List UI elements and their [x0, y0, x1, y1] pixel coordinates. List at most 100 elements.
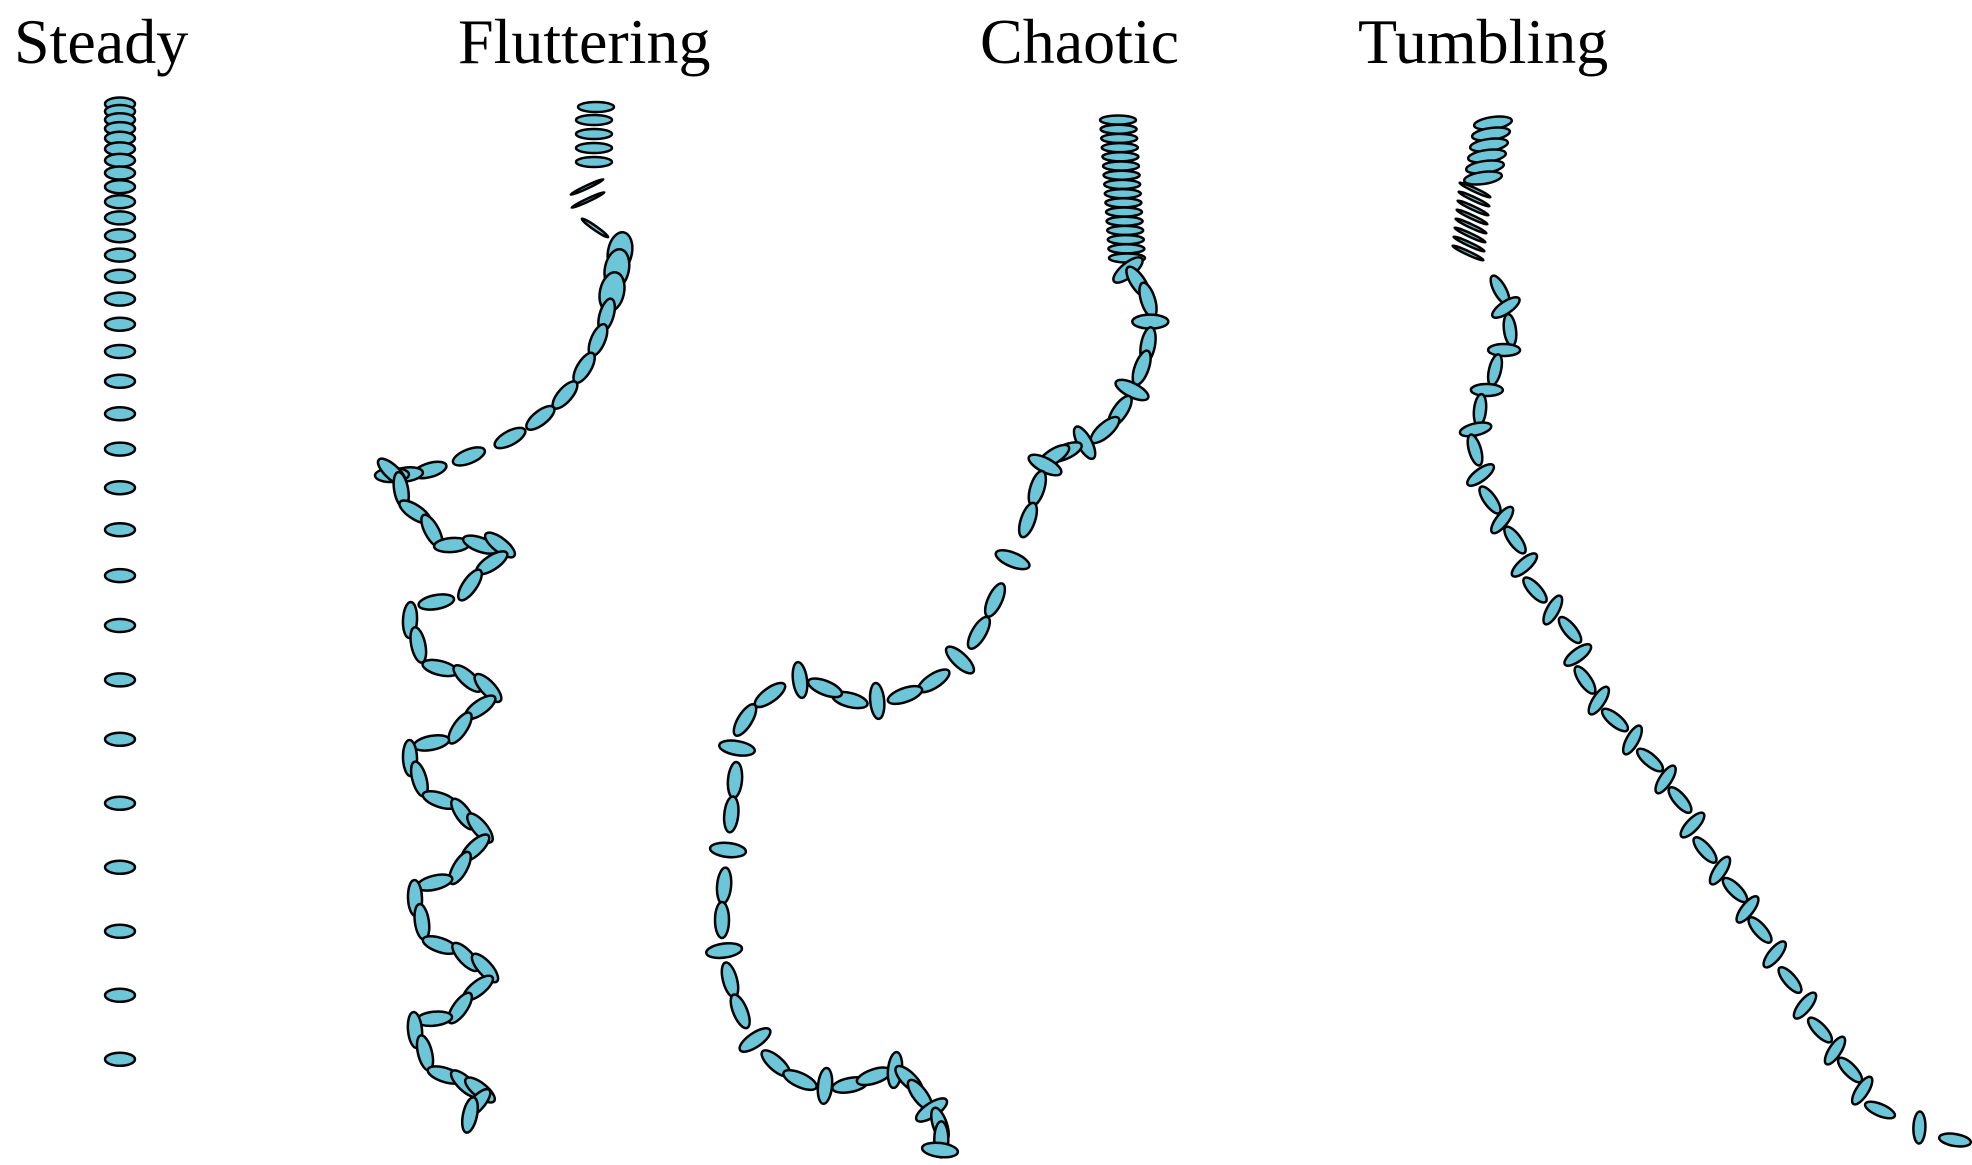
tumbling-disk [1600, 707, 1630, 733]
chaotic-disk [704, 942, 744, 960]
steady-disk [103, 617, 137, 634]
steady-disk [103, 672, 137, 688]
steady-disk [103, 316, 137, 332]
steady-disk [103, 406, 137, 422]
tumbling-disk [1912, 1110, 1927, 1145]
chaotic-disk [715, 866, 733, 905]
chaotic-disk [1105, 215, 1144, 227]
chaotic-disk [782, 1068, 818, 1092]
panel-title-fluttering: Fluttering [458, 6, 710, 77]
steady-disk [103, 731, 137, 748]
steady-disk [103, 795, 137, 812]
chaotic-disk [983, 582, 1007, 618]
steady-disk [103, 210, 137, 226]
chaotic-disk [1104, 197, 1143, 209]
trajectory-steady [103, 96, 137, 1068]
tumbling-disk [1457, 190, 1491, 208]
chaotic-disk [1103, 187, 1143, 200]
chaotic-disk [1099, 132, 1139, 145]
tumbling-disk [1762, 940, 1788, 969]
steady-disk [103, 291, 137, 307]
chaotic-disk [1099, 123, 1138, 135]
chaotic-disk [920, 1141, 960, 1159]
chaotic-disk [806, 677, 844, 699]
fluttering-disk [456, 568, 484, 602]
steady-disk [103, 373, 137, 390]
tumbling-disk [1937, 1132, 1972, 1148]
steady-disk [103, 268, 137, 284]
panel-title-steady: Steady [14, 6, 188, 77]
steady-disk [103, 567, 137, 584]
fluttering-disk [576, 100, 616, 114]
tumbling-disk [1823, 1035, 1847, 1066]
tumbling-disk [1462, 170, 1504, 186]
chaotic-disk [886, 684, 924, 706]
chaotic-disk [1102, 169, 1141, 181]
steady-disk [103, 343, 137, 360]
tumbling-disk [1453, 226, 1487, 244]
chaotic-disk [1027, 469, 1048, 507]
chaotic-disk [816, 1066, 834, 1106]
chaotic-disk [713, 900, 731, 940]
steady-disk [103, 227, 137, 244]
steady-disk [103, 178, 137, 195]
steady-disk [103, 441, 137, 457]
tumbling-disk [1490, 296, 1521, 319]
trajectory-tumbling [1451, 115, 1972, 1148]
tumbling-disk [1454, 217, 1488, 235]
tumbling-disk [1510, 552, 1539, 578]
chaotic-disk [1101, 151, 1140, 163]
chaotic-disk [944, 645, 976, 675]
tumbling-disk [1522, 576, 1548, 604]
fluttering-disk [574, 113, 614, 127]
tumbling-disk [1469, 382, 1505, 398]
panel-title-tumbling: Tumbling [1358, 6, 1608, 77]
chaotic-disk [966, 615, 992, 650]
tumbling-disk [1587, 685, 1611, 716]
fluttering-disk [525, 404, 556, 431]
steady-disk [103, 247, 137, 263]
tumbling-disk [1667, 785, 1693, 815]
chaotic-disk [1098, 114, 1138, 126]
steady-disk [103, 521, 137, 538]
fluttering-disk [417, 593, 456, 611]
tumbling-disk [1635, 747, 1665, 773]
chaotic-disk [791, 660, 809, 700]
tumbling-disk [1451, 244, 1485, 262]
steady-disk [103, 923, 137, 940]
chaotic-disk [1101, 160, 1141, 172]
chaotic-disk [1102, 178, 1142, 191]
tumbling-disk [1542, 594, 1564, 626]
chaotic-disk [1105, 224, 1145, 237]
panel-title-chaotic: Chaotic [980, 6, 1179, 77]
chaotic-disk [726, 760, 744, 800]
tumbling-disk [1478, 485, 1502, 515]
chaotic-disk [722, 795, 740, 834]
chaotic-disk [729, 993, 751, 1030]
trajectory-fluttering [373, 100, 634, 1134]
tumbling-disk [1455, 208, 1489, 226]
tumbling-disk [1503, 525, 1527, 555]
fluttering-disk [451, 446, 487, 467]
tumbling-disk [1806, 1016, 1834, 1044]
tumbling-disk [1850, 1075, 1874, 1106]
fluttering-disk [460, 1096, 480, 1134]
chaotic-disk [1017, 501, 1039, 539]
steady-disk [103, 987, 137, 1004]
tumbling-disk [1621, 724, 1644, 756]
tumbling-disk [1486, 353, 1504, 387]
tumbling-disk [1458, 181, 1492, 199]
tumbling-disk [1792, 991, 1818, 1020]
tumbling-disk [1557, 615, 1583, 645]
fluttering-disk [483, 531, 517, 559]
tumbling-disk [1466, 433, 1484, 467]
fluttering-disk [412, 733, 451, 752]
tumbling-disk [1654, 764, 1677, 795]
fluttering-disk [493, 426, 527, 450]
tumbling-disk [1708, 855, 1732, 886]
chaotic-disk [1106, 233, 1146, 246]
fluttering-disk [447, 850, 473, 886]
fluttering-disk [447, 711, 473, 745]
tumbling-disk [1777, 965, 1803, 995]
